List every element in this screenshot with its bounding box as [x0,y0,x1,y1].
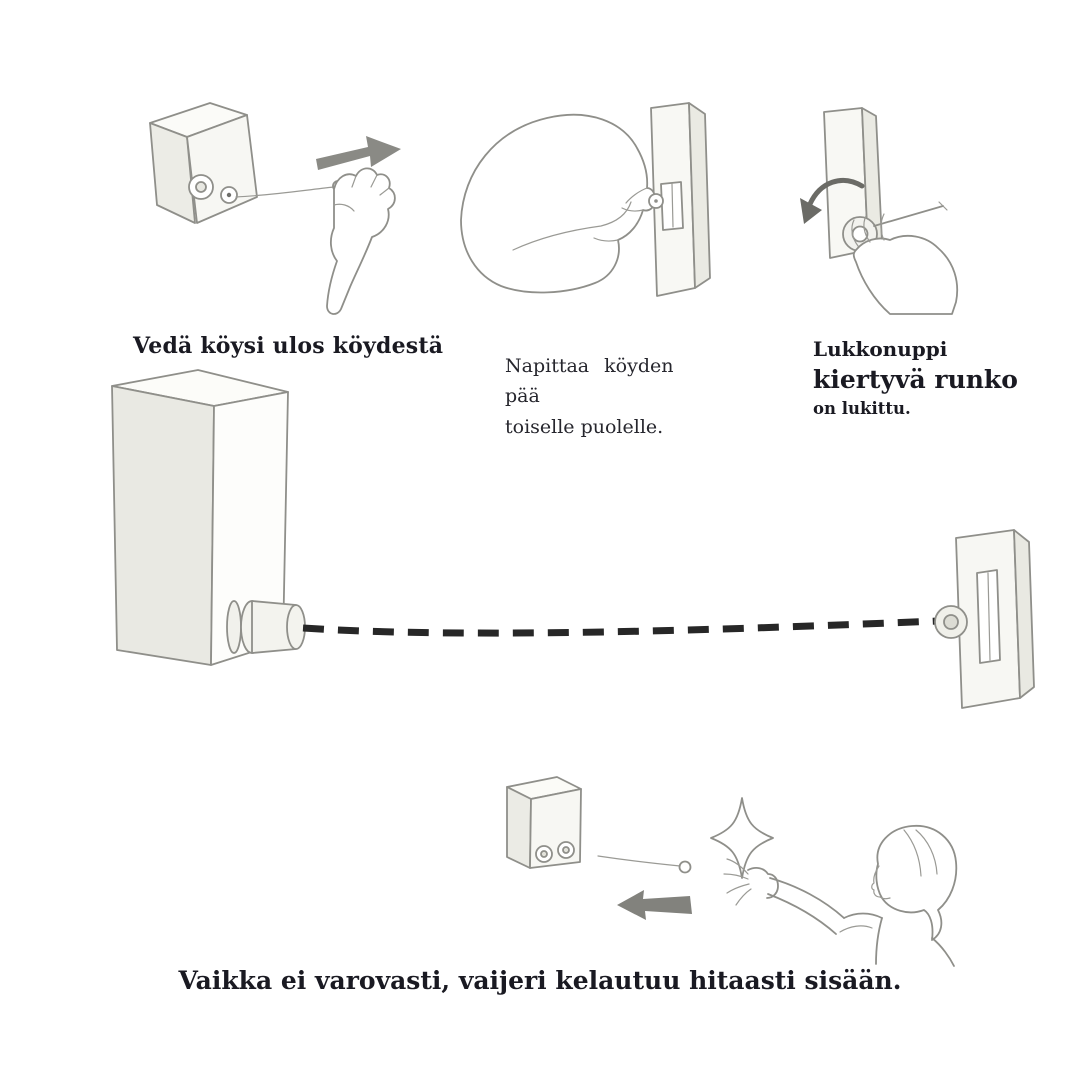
curved-arrow-icon [800,177,865,224]
step2-caption-line2: toiselle puolelle. [505,415,664,438]
step2-caption: Napittaa köyden pää toiselle puolelle. [505,351,720,442]
device-box [149,102,258,224]
person-releasing [723,825,958,967]
step3-caption-line1: Lukkonuppi [813,337,948,361]
bottom-illustration-recoil [506,776,958,967]
step1-illustration-pull-cord [149,102,401,315]
cord-end-bead [678,860,692,874]
step2-caption-line1: Napittaa köyden pää [505,355,674,408]
wall-unit-box [111,369,289,666]
small-wall-unit [506,776,582,869]
arrow-right-icon [316,136,401,170]
open-hand [723,858,779,906]
step3-caption: Lukkonuppi kiertyvä runko on lukittu. [813,337,1018,418]
hand-pulling [326,167,396,315]
step3-caption-line3: on lukittu. [813,399,911,418]
step1-caption: Vedä köysi ulos köydestä [133,333,444,359]
footer-caption: Vaikka ei varovasti, vaijeri kelautuu hi… [178,966,902,995]
step3-illustration-lock-knob [800,107,959,315]
arm-upper-line [769,877,845,919]
arm-lower-line [767,893,837,935]
hand-pressing [460,113,657,294]
opposite-bracket [934,529,1035,709]
recoiling-cord [597,855,681,867]
pin-rod [873,201,948,227]
spark-star-icon [710,797,774,879]
hand-turning [851,213,959,315]
step2-illustration-attach-cord [460,102,711,297]
cable-dashed-line [302,617,939,637]
step3-caption-line2: kiertyvä runko [813,365,1018,394]
face-profile [871,865,891,900]
cord-spool [226,600,306,654]
head-with-hair [871,825,958,941]
arrow-left-icon [617,890,692,920]
cord-line [235,186,335,198]
torso [839,912,955,967]
wall-bracket [650,102,711,297]
main-diagram-cable-stretched [111,369,1035,709]
